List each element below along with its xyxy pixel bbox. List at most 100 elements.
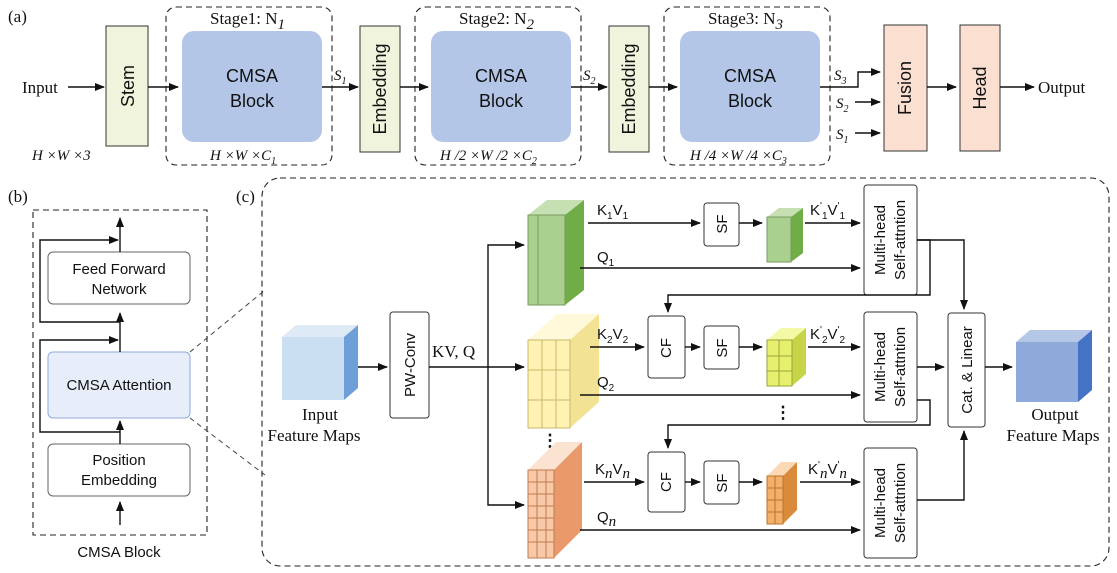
head-label: Head (970, 66, 990, 109)
green-feature-cube (527, 200, 584, 306)
sf-box-1 (703, 202, 740, 247)
residual-arrow-2 (39, 236, 120, 323)
head-box (959, 24, 1001, 152)
input-label: Input (22, 78, 58, 97)
stage3-block-line2: Block (728, 91, 773, 111)
mhsa1-line1: Multi-head (872, 205, 889, 275)
stage2-dim: H /2 ×W /2 ×C2 (439, 148, 537, 167)
knvn-label: KnVn (595, 461, 630, 482)
k2v2-label: K2V2 (597, 326, 629, 346)
knvn-prime-label: K'nV'n (808, 460, 847, 482)
arrow-mhsa2-cfn (664, 399, 931, 449)
qn-label: Qn (597, 509, 616, 530)
yellow-feature-cube (527, 314, 599, 429)
stage3-frame (663, 6, 831, 166)
orange-feature-cube (527, 442, 582, 559)
pos-line1: Position (92, 452, 145, 469)
mhsan-line2: Self-attntion (892, 463, 909, 543)
mhsa2-line1: Multi-head (872, 332, 889, 402)
arrow-mhsan-cat (917, 430, 968, 501)
ffn-line1: Feed Forward (72, 261, 165, 278)
panel-b-frame (32, 209, 208, 536)
fusion-label: Fusion (895, 61, 915, 115)
panel-b-label: (b) (8, 187, 28, 206)
cmsa-attention-box (47, 351, 191, 419)
output-fm-line1: Output (1031, 405, 1079, 424)
s1-label-fusion: S1 (836, 127, 849, 146)
mhsa2-line2: Self-attntion (892, 327, 909, 407)
arrow-s3-fusion (820, 68, 881, 88)
arrow-branch-bottom (487, 367, 525, 509)
mhsa-box-n (863, 447, 918, 559)
s2-label-fusion: S2 (836, 96, 849, 115)
arrow-mhsa1-cat (917, 239, 968, 310)
stage1-frame (165, 6, 333, 166)
stage3-block-line1: CMSA (724, 66, 776, 86)
ffn-line2: Network (91, 281, 147, 298)
sf-label-1: SF (714, 214, 731, 233)
input-fm-line2: Feature Maps (267, 426, 360, 445)
input-fm-line1: Input (302, 405, 338, 424)
embedding-box-2 (608, 25, 650, 153)
stage3-cmsa-block (680, 31, 820, 142)
stage1-title: Stage1: N1 (210, 9, 285, 33)
k2v2-prime-label: K'2V'2 (810, 325, 845, 346)
stage2-cmsa-block (431, 31, 571, 142)
embedding-box-1 (359, 25, 401, 153)
small-orange-cube (766, 462, 797, 525)
stage3-dim: H /4 ×W /4 ×C3 (689, 148, 787, 167)
input-dim-label: H ×W ×3 (31, 148, 91, 164)
stage3-title: Stage3: N3 (708, 9, 783, 33)
sf-label-n: SF (714, 473, 731, 492)
s2-label-a: S2 (583, 68, 596, 87)
attention-label: CMSA Attention (66, 377, 171, 394)
panel-a-label: (a) (8, 7, 27, 26)
stage1-dim: H ×W ×C1 (209, 148, 276, 167)
s3-label-fusion: S3 (834, 68, 847, 87)
zoom-line-bottom (189, 417, 266, 476)
cat-linear-label: Cat. & Linear (959, 326, 976, 414)
embedding-label-2: Embedding (619, 43, 639, 134)
stage2-block-line1: CMSA (475, 66, 527, 86)
stem-box (105, 25, 149, 147)
pwconv-label: PW-Conv (402, 333, 419, 397)
q2-label: Q2 (597, 374, 615, 394)
output-feature-cube (1016, 330, 1092, 402)
residual-arrow-1 (39, 336, 120, 433)
sf-label-2: SF (714, 338, 731, 357)
cat-linear-box (947, 312, 986, 428)
small-yellow-cube (766, 328, 806, 387)
mhsa1-line2: Self-attntion (892, 200, 909, 280)
stem-label: Stem (118, 65, 138, 107)
q1-label: Q1 (597, 249, 615, 269)
mhsan-line1: Multi-head (872, 468, 889, 538)
stage1-block-line2: Block (230, 91, 275, 111)
stage2-title: Stage2: N2 (459, 9, 535, 33)
cmsa-block-caption: CMSA Block (77, 544, 161, 561)
input-feature-cube (282, 325, 358, 400)
cf-label-2: CF (658, 338, 675, 358)
dots-between-branches: ⋮ (775, 403, 792, 422)
embedding-label-1: Embedding (370, 43, 390, 134)
stage1-cmsa-block (182, 31, 322, 142)
stage1-block-line1: CMSA (226, 66, 278, 86)
small-green-cube (766, 208, 803, 263)
stage2-block-line2: Block (479, 91, 524, 111)
s1-label-a: S1 (334, 68, 347, 87)
zoom-line-top (189, 289, 266, 353)
arrow-branch-top (487, 241, 525, 367)
k1v1-label: K1V1 (597, 202, 629, 222)
output-label: Output (1038, 78, 1086, 97)
fusion-box (883, 24, 928, 152)
pwconv-box (389, 311, 430, 419)
stage2-frame (414, 6, 582, 166)
k1v1-prime-label: K'1V'1 (810, 201, 845, 222)
kvq-label: KV, Q (432, 342, 475, 361)
pos-line2: Embedding (81, 472, 157, 489)
feed-forward-box (47, 251, 191, 305)
panel-c-label: (c) (236, 187, 255, 206)
output-fm-line2: Feature Maps (1006, 426, 1099, 445)
cf-label-n: CF (658, 472, 675, 492)
panel-c-frame (261, 177, 1110, 567)
